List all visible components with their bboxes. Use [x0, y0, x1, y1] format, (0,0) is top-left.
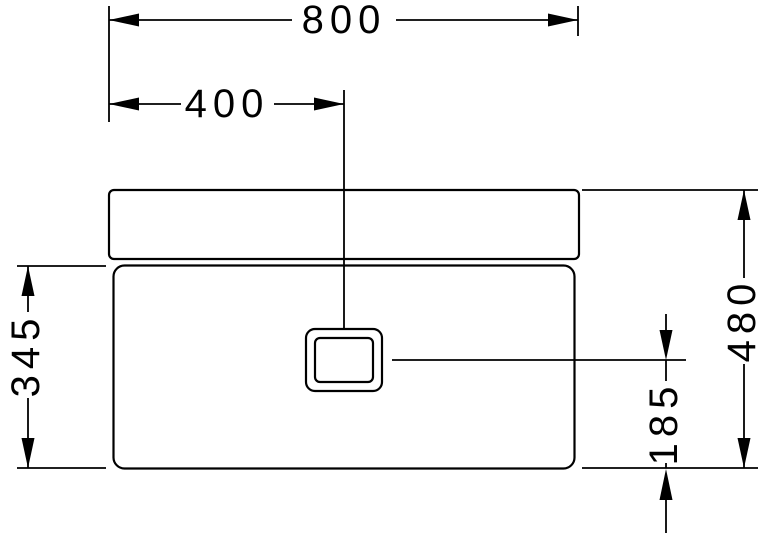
dim-label-drain-height: 185: [642, 381, 686, 466]
dim-label-apron-height: 345: [4, 313, 48, 398]
dim-label-total-height: 480: [720, 278, 764, 363]
arrowhead-right: [314, 97, 344, 111]
arrowhead-down: [659, 330, 673, 360]
dim-total-width: [108, 6, 579, 122]
arrowhead-up: [737, 190, 751, 220]
arrowhead-up: [21, 266, 35, 296]
dim-label-total-width: 800: [302, 0, 387, 42]
arrowhead-left: [109, 13, 139, 27]
arrowhead-down: [21, 438, 35, 468]
arrowhead-down: [737, 438, 751, 468]
arrowhead-right: [548, 13, 578, 27]
dim-drain-height: [392, 314, 686, 533]
dim-label-drain-center: 400: [185, 82, 270, 126]
arrowhead-left: [109, 97, 139, 111]
drain-inner: [313, 336, 375, 384]
arrowhead-up: [659, 469, 673, 500]
